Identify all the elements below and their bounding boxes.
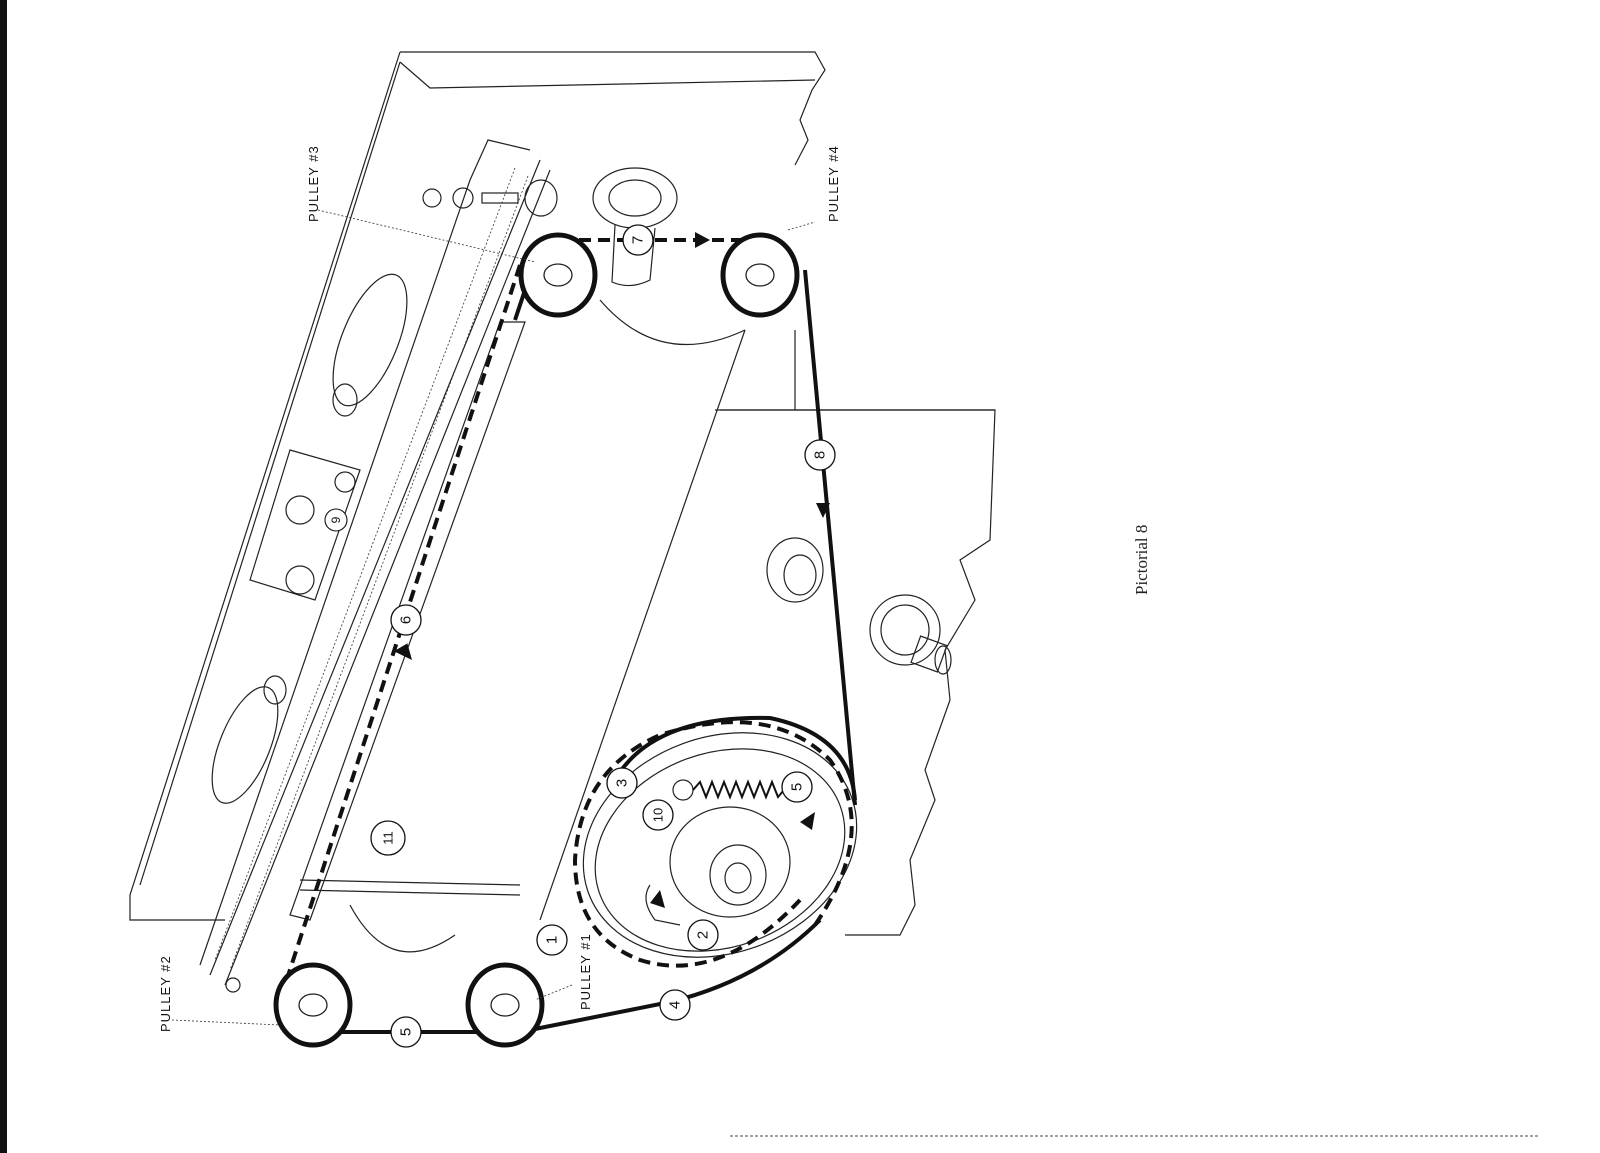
figure-caption: Pictorial 8 [1132,525,1151,595]
step-marker-4: 4 [659,989,691,1021]
cord-direction-arrow [800,812,815,830]
cord-direction-arrow [695,232,710,248]
step-marker-5-bottom: 5 [390,1016,422,1048]
step-marker-10: 10 [642,799,674,831]
step-marker-9: 9 [324,508,348,532]
step-marker-11: 11 [370,820,406,856]
svg-text:9: 9 [329,516,343,523]
screw-assembly [422,179,558,217]
pulley-4-label: PULLEY #4 [826,145,841,222]
chassis [129,51,996,986]
step-marker-8: 8 [804,439,836,471]
step-marker-5-side: 5 [781,771,813,803]
leader-pulley-3 [317,209,536,263]
dial-lamp-upper [332,273,408,417]
pulley-1 [465,962,545,1048]
pulley-4 [720,232,800,318]
control-shaft-right [869,594,952,675]
step-marker-1: 1 [536,924,568,956]
pulley-3-label: PULLEY #3 [306,145,321,222]
tension-spring [645,779,785,926]
svg-text:3: 3 [614,779,631,787]
leader-pulley-4 [787,221,816,231]
svg-text:6: 6 [398,616,415,624]
cord-direction-arrow [816,503,830,518]
step-marker-2: 2 [687,919,719,951]
bracket-screw [225,977,241,993]
leader-pulley-2 [171,1019,281,1026]
dial-cord [283,232,857,1034]
svg-text:5: 5 [789,783,806,791]
svg-text:4: 4 [667,1001,684,1009]
pulley-3 [518,232,598,318]
cord-direction-arrow [650,890,665,908]
step-marker-7: 7 [622,224,654,256]
step-marker-6: 6 [390,604,422,636]
cord-direction-arrow [393,643,413,660]
svg-text:1: 1 [544,936,561,944]
step-marker-3: 3 [606,767,638,799]
svg-text:7: 7 [630,236,647,244]
svg-text:11: 11 [381,831,396,845]
page-left-edge [0,0,7,1153]
svg-text:8: 8 [812,451,829,459]
svg-text:10: 10 [651,808,666,822]
pulley-1-label: PULLEY #1 [578,933,593,1010]
pulley-2 [273,962,353,1048]
dial-lamp-lower [211,675,287,804]
svg-text:5: 5 [398,1028,415,1036]
pulley-2-label: PULLEY #2 [158,955,173,1032]
control-shaft-mid [766,537,824,603]
svg-text:2: 2 [695,931,712,939]
leader-pulley-1 [534,984,573,1001]
